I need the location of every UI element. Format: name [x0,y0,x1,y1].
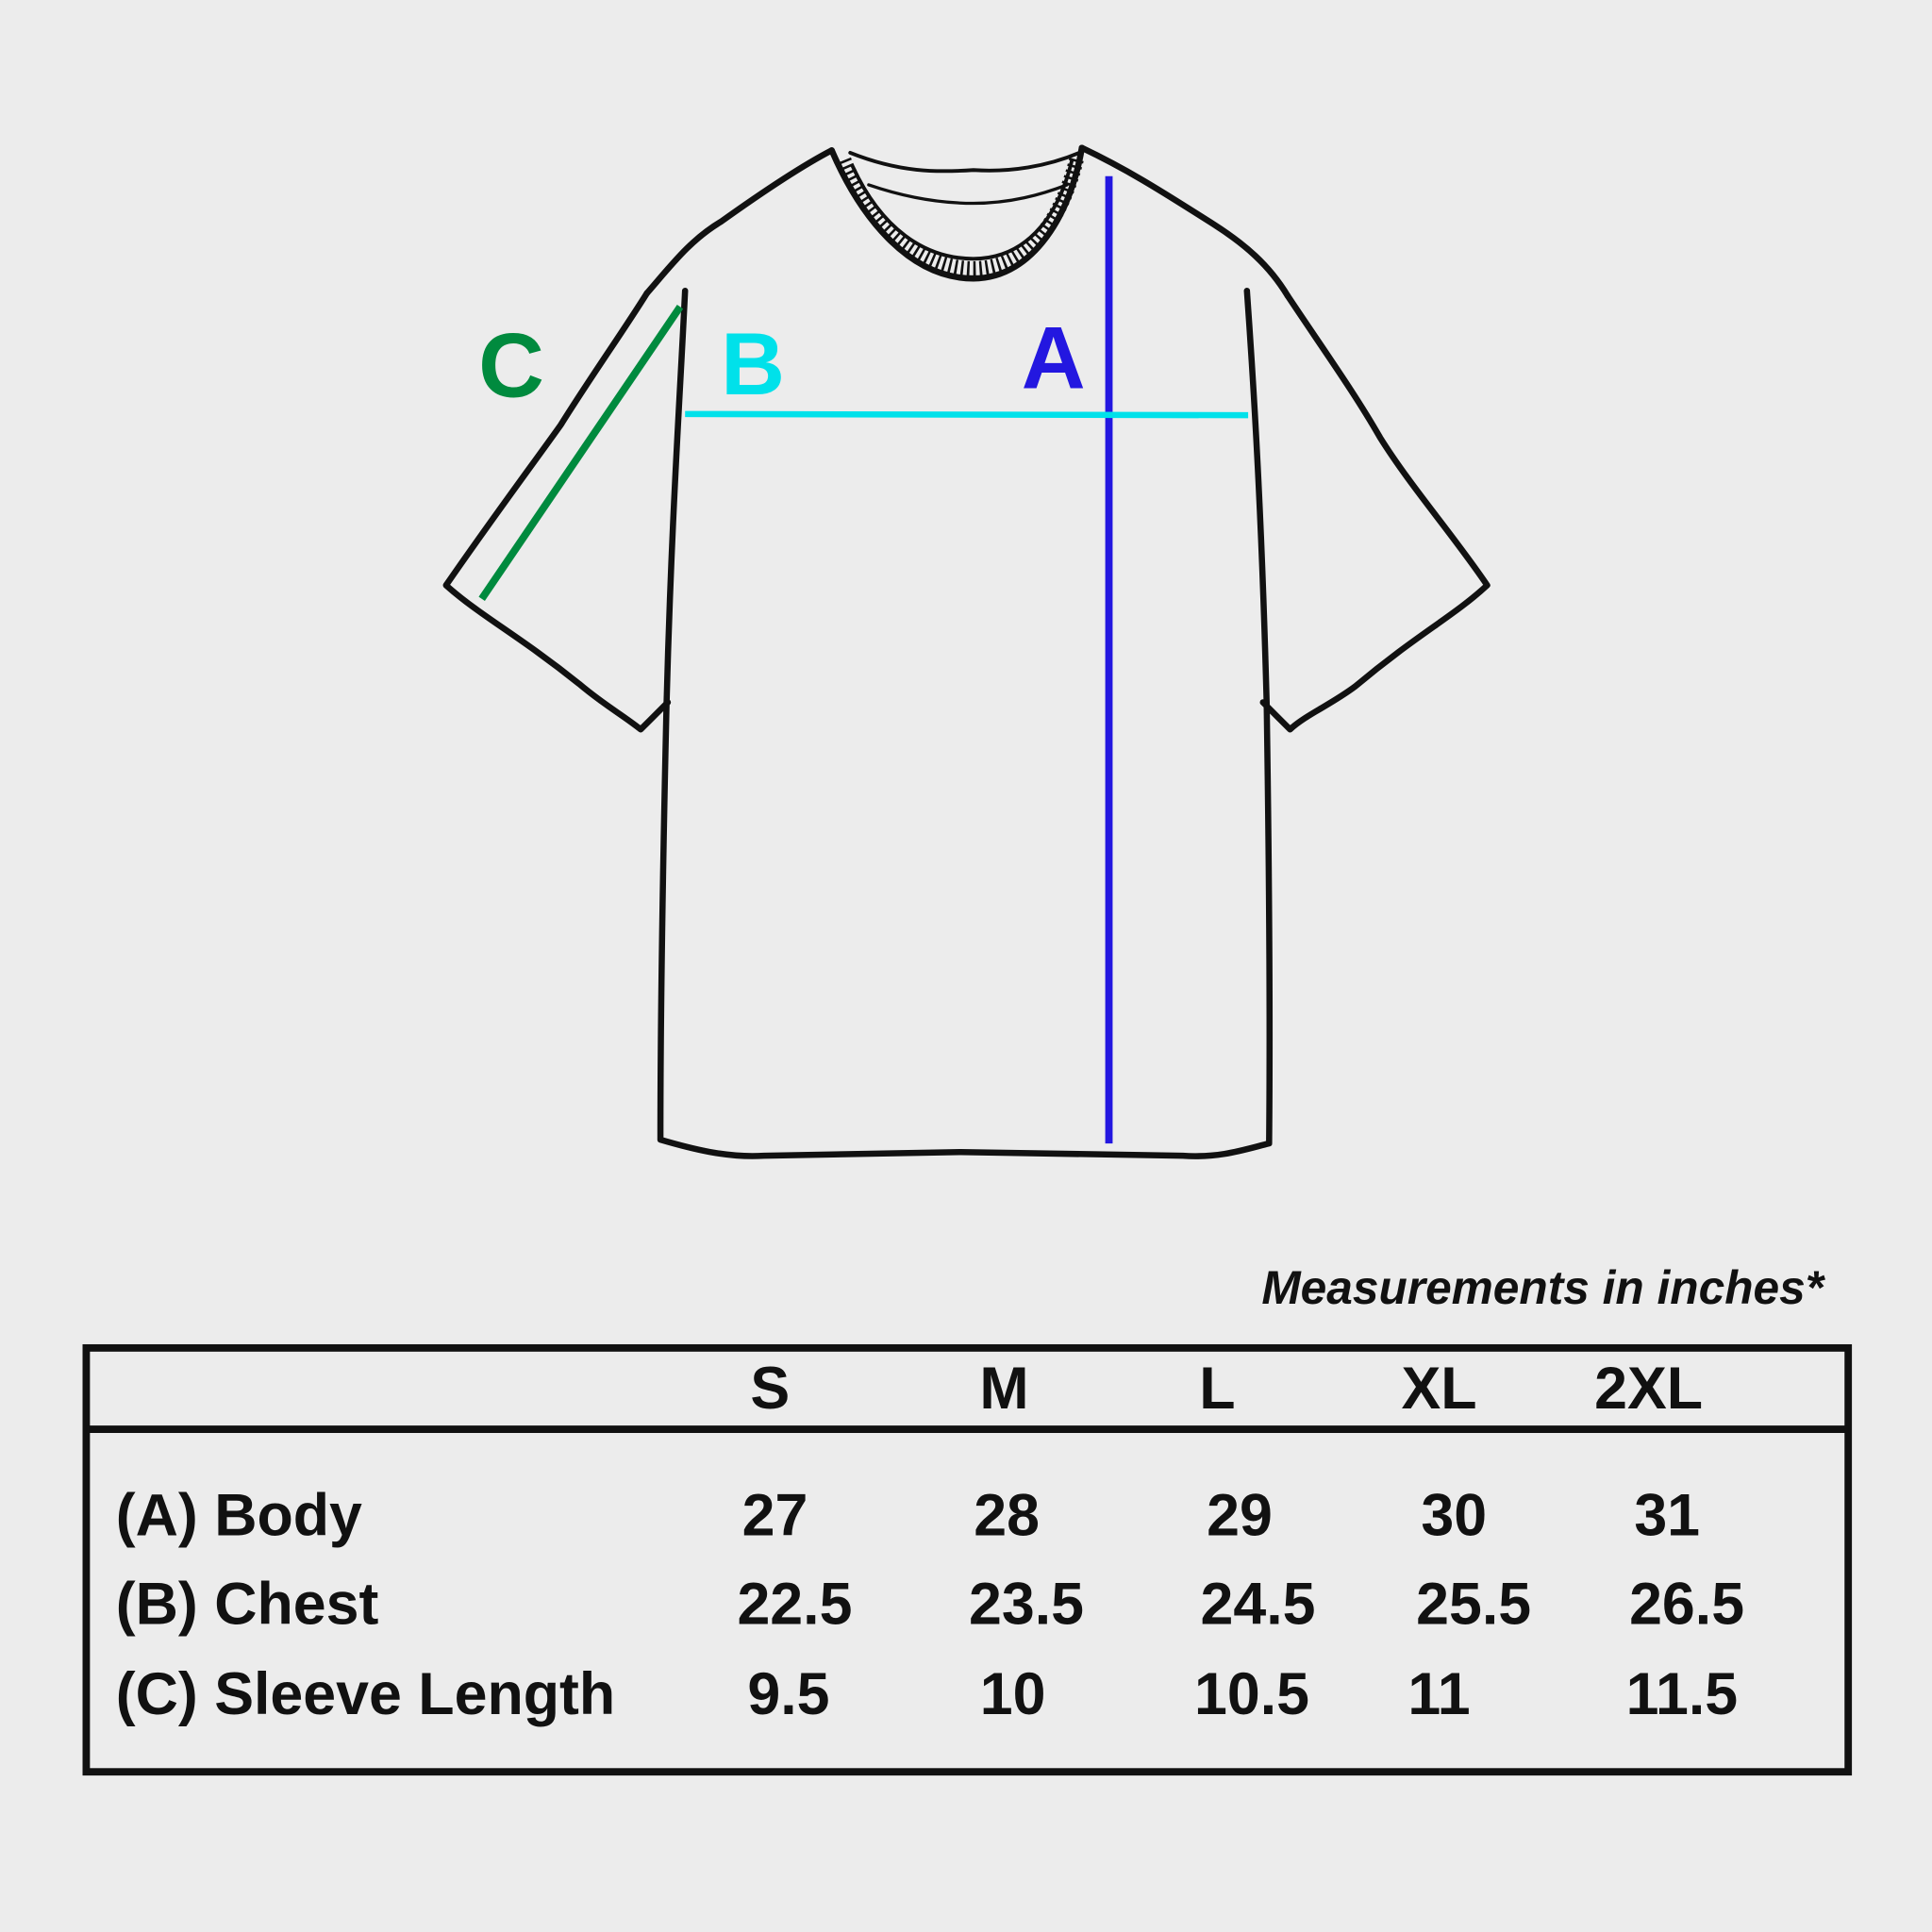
size-header: M [979,1356,1028,1422]
chest-width-line [685,410,1249,419]
sleeve-length-line [478,305,684,601]
cell: 11.5 [1626,1661,1739,1727]
cell: 10.5 [1194,1661,1309,1727]
row-label: (A) Body [116,1482,362,1548]
cell: 30 [1421,1482,1487,1548]
units-note: Measurements in inches* [1261,1261,1825,1314]
row-label: (C) Sleeve Length [116,1661,615,1727]
tshirt-outline [442,144,1491,1159]
cell: 23.5 [969,1571,1084,1637]
cell: 27 [742,1482,808,1548]
cell: 9.5 [747,1661,829,1727]
label-c: C [478,316,544,417]
cell: 11 [1407,1661,1470,1727]
row-label: (B) Chest [116,1571,379,1637]
header-row: S M L XL 2XL [750,1356,1703,1422]
cell: 31 [1634,1482,1700,1548]
cell: 28 [974,1482,1040,1548]
label-b: B [721,314,785,413]
cell: 24.5 [1201,1571,1316,1637]
table-row: (C) Sleeve Length 9.5 10 10.5 11 11.5 [116,1661,1738,1727]
size-header: S [750,1356,790,1422]
cell: 22.5 [737,1571,852,1637]
cell: 29 [1207,1482,1273,1548]
cell: 26.5 [1629,1571,1744,1637]
size-header: XL [1401,1356,1476,1422]
table-row: (B) Chest 22.5 23.5 24.5 25.5 26.5 [116,1571,1744,1637]
size-header: L [1199,1356,1235,1422]
label-a: A [1022,308,1086,407]
size-table: S M L XL 2XL (A) Body 27 28 29 30 31 (B)… [82,1343,1853,1776]
table-border [82,1343,1853,1776]
cell: 25.5 [1416,1571,1531,1637]
cell: 10 [980,1661,1046,1727]
size-header: 2XL [1594,1356,1703,1422]
table-row: (A) Body 27 28 29 30 31 [116,1482,1700,1548]
